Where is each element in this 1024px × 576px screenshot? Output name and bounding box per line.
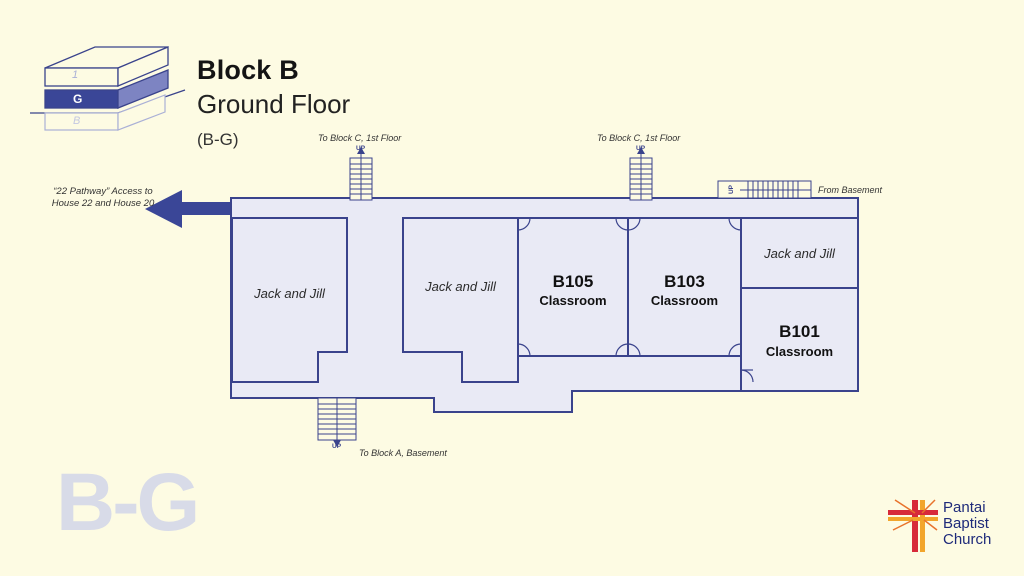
floor-indicator-upper: 1	[72, 69, 79, 81]
arrow-left-icon	[145, 190, 230, 228]
stair-note-right-top: To Block C, 1st Floor	[597, 133, 681, 143]
room-b105[interactable]	[517, 217, 629, 357]
stair-note-bottom: To Block A, Basement	[359, 448, 447, 458]
room-code-b103: B103	[664, 272, 705, 291]
stair-note-left-top: To Block C, 1st Floor	[318, 133, 402, 143]
room-label-jj-left: Jack and Jill	[254, 286, 325, 301]
floor-subtitle: Ground Floor	[197, 89, 351, 119]
floor-code: (B-G)	[197, 130, 239, 149]
stairs-bottom[interactable]	[317, 397, 357, 443]
floor-indicator-lower: B	[73, 115, 81, 127]
room-label-jj-right: Jack and Jill	[764, 246, 835, 261]
church-logo-icon	[888, 499, 938, 552]
floor-watermark: B-G	[56, 457, 200, 548]
block-title: Block B	[197, 55, 299, 85]
up-label-left: UP	[356, 145, 366, 152]
stair-note-basement-entry: From Basement	[818, 185, 883, 195]
up-label-right: UP	[636, 145, 646, 152]
pathway-note: “22 Pathway” Access to House 22 and Hous…	[51, 186, 155, 209]
room-label-jj-mid: Jack and Jill	[425, 279, 496, 294]
room-type-b105: Classroom	[539, 293, 607, 308]
floor-indicator-current: G	[73, 92, 83, 106]
stairs-basement-entry[interactable]	[717, 180, 812, 199]
room-code-b101: B101	[779, 322, 820, 341]
stairs-left-top[interactable]	[349, 150, 373, 201]
logo-line-3: Church	[943, 531, 992, 548]
up-label-bottom: UP	[332, 443, 342, 450]
room-type-b101: Classroom	[765, 344, 834, 359]
stairs-right-top[interactable]	[629, 150, 653, 201]
door-swings	[517, 217, 754, 383]
logo-line-1: Pantai	[943, 499, 986, 516]
logo-line-2: Baptist	[943, 515, 989, 532]
floor-stack-icon	[30, 46, 186, 131]
room-code-b105: B105	[552, 272, 594, 291]
church-logo-text: Pantai Baptist Church	[943, 500, 991, 548]
room-type-b103: Classroom	[650, 293, 719, 308]
room-b103[interactable]	[627, 217, 742, 357]
stair-arrow-icons	[333, 147, 645, 447]
up-label-basement: UP	[728, 184, 736, 195]
room-b101[interactable]	[740, 287, 859, 392]
room-jack-and-jill-left[interactable]	[231, 217, 348, 383]
